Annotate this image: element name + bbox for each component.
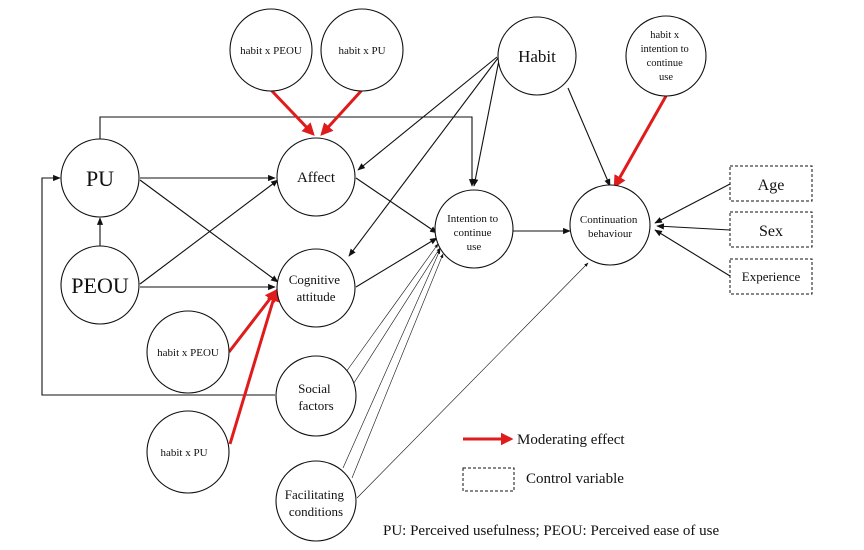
- control-box-sex: [729, 211, 813, 248]
- node-pu: [60, 138, 140, 218]
- edge-sex-continuation: [656, 223, 731, 231]
- edge-experience-continuation: [654, 229, 731, 277]
- node-social: [275, 355, 357, 437]
- label-affect: Affect: [297, 170, 336, 186]
- node-continuation: [569, 184, 651, 266]
- edge-habit-intention: [472, 59, 500, 187]
- label-peou: PEOU: [71, 273, 129, 298]
- edge-social-intention: [345, 243, 439, 373]
- edge-cognitive-intention: [355, 237, 438, 288]
- mod-arrow-habit-pu-left: [228, 288, 280, 445]
- control-variables: Age Sex Experience: [729, 165, 813, 295]
- legend-moderating-label: Moderating effect: [517, 432, 625, 448]
- edge-facilitating-intention: [342, 249, 441, 469]
- control-label-age: Age: [758, 177, 785, 194]
- label-cognitive: Cognitive attitude: [289, 272, 344, 304]
- label-intention: Intention to continue use: [447, 213, 501, 253]
- label-social: Social factors: [298, 381, 334, 413]
- label-mod-habit-pu-top: habit x PU: [338, 45, 385, 57]
- edge-peou-affect: [139, 179, 279, 285]
- node-habit: [497, 16, 577, 96]
- legend-control-box: [462, 467, 515, 492]
- edge-habit-continuation: [567, 87, 611, 187]
- edge-social-pu: [41, 174, 275, 396]
- node-mod-habit-peou-top: [229, 8, 313, 92]
- mod-arrow-habit-pu-top: [320, 88, 364, 136]
- connections: [41, 56, 731, 396]
- edge-facilitating-intention-2: [351, 253, 444, 479]
- control-box-experience: [729, 258, 813, 295]
- legend: Moderating effect Control variable: [462, 432, 625, 492]
- node-mod-habit-intention: [625, 15, 707, 97]
- node-mod-habit-peou-left: [146, 310, 230, 394]
- control-label-experience: Experience: [742, 269, 801, 284]
- construct-nodes: [60, 8, 707, 542]
- edge-facilitating-continuation: [356, 262, 589, 499]
- label-mod-habit-intention: habit x intention to continue use: [641, 30, 692, 83]
- mod-arrow-habit-peou-left: [227, 289, 278, 353]
- node-peou: [60, 245, 140, 325]
- edge-social-continuation: [351, 247, 441, 387]
- node-mod-habit-pu-left: [146, 410, 230, 494]
- mod-arrow-habit-intention: [613, 95, 668, 189]
- mod-arrow-habit-peou-top: [269, 88, 315, 136]
- control-label-sex: Sex: [759, 223, 783, 240]
- moderating-arrows: [227, 88, 668, 445]
- node-facilitating: [275, 460, 357, 542]
- label-mod-habit-peou-left: habit x PEOU: [157, 347, 219, 359]
- label-facilitating: Facilitating conditions: [285, 487, 347, 519]
- node-affect: [276, 137, 356, 217]
- label-mod-habit-peou-top: habit x PEOU: [240, 45, 302, 57]
- edge-pu-intention: [99, 116, 476, 187]
- edge-habit-cognitive: [348, 57, 499, 257]
- thin-connections: [342, 243, 589, 499]
- label-habit: Habit: [518, 47, 556, 66]
- edge-age-continuation: [654, 183, 731, 224]
- edge-affect-intention: [355, 177, 438, 234]
- control-box-age: [729, 165, 813, 202]
- node-cognitive: [276, 248, 356, 328]
- label-pu: PU: [86, 166, 114, 191]
- edge-pu-cognitive: [139, 179, 279, 283]
- node-mod-habit-pu-top: [320, 8, 404, 92]
- node-labels: PU PEOU Affect Cognitive attitude Social…: [71, 30, 692, 519]
- footnote: PU: Perceived usefulness; PEOU: Perceive…: [383, 523, 720, 539]
- node-intention: [434, 189, 514, 269]
- label-continuation: Continuation behaviour: [580, 214, 640, 240]
- edge-habit-affect: [357, 56, 498, 171]
- label-mod-habit-pu-left: habit x PU: [160, 447, 207, 459]
- legend-control-label: Control variable: [526, 471, 624, 487]
